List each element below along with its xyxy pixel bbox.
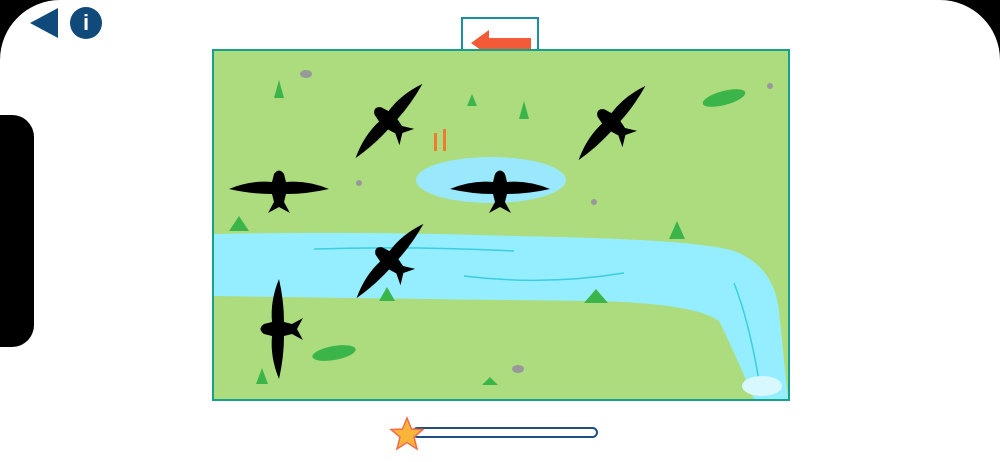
device-notch [0, 115, 34, 347]
progress-bar [412, 427, 598, 438]
grass-field [214, 51, 788, 399]
back-button[interactable] [28, 6, 60, 40]
back-triangle-icon [30, 8, 58, 38]
game-scene[interactable] [212, 49, 790, 401]
star-icon [389, 416, 425, 451]
progress-value: 0 [0, 0, 1, 1]
river [214, 232, 788, 399]
plants [229, 80, 746, 385]
pond [416, 157, 566, 203]
info-button[interactable]: i [70, 7, 102, 39]
